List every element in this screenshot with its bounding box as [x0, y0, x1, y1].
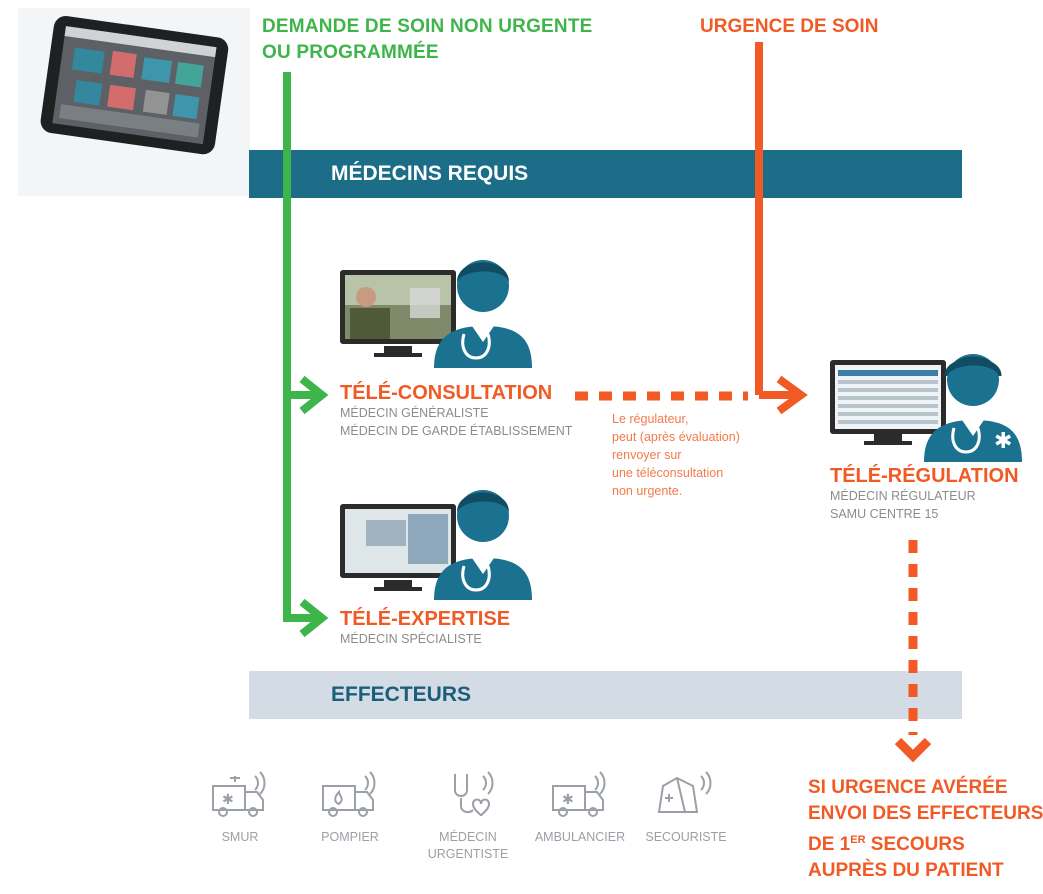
- stethoscope-heart-icon: [454, 771, 494, 817]
- non-urgent-header-line2: OU PROGRAMMÉE: [262, 42, 439, 63]
- final-dispatch-text: SI URGENCE AVÉRÉE ENVOI DES EFFECTEURS D…: [808, 775, 1043, 884]
- teleconsultation-sub2: MÉDECIN DE GARDE ÉTABLISSEMENT: [340, 424, 573, 438]
- doctor-icon: [434, 260, 532, 368]
- teleconsultation-node: TÉLÉ-CONSULTATION MÉDECIN GÉNÉRALISTE MÉ…: [340, 382, 572, 440]
- stethoscope-icon: [461, 333, 491, 360]
- ambulance-icon: ✱: [552, 771, 606, 817]
- first-aid-tent-icon: [657, 771, 712, 813]
- teleregulation-sub1: MÉDECIN RÉGULATEUR: [830, 489, 976, 503]
- final-line2: ENVOI DES EFFECTEURS: [808, 803, 1043, 824]
- svg-text:✱: ✱: [222, 792, 234, 808]
- final-line1: SI URGENCE AVÉRÉE: [808, 777, 1008, 798]
- effector-medecin-label-line1: MÉDECIN: [439, 830, 497, 844]
- effector-secouriste: SECOURISTE: [638, 768, 734, 846]
- note-line-3: renvoyer sur: [612, 448, 682, 462]
- effector-medecin-urgentiste: MÉDECIN URGENTISTE: [420, 768, 516, 863]
- note-line-1: Le régulateur,: [612, 412, 689, 426]
- effector-ambulancier-label: AMBULANCIER: [534, 830, 626, 844]
- star-of-life-icon: ✱: [994, 429, 1012, 454]
- note-line-2: peut (après évaluation): [612, 430, 740, 444]
- teleregulation-title: TÉLÉ-RÉGULATION: [830, 465, 1019, 487]
- effector-ambulancier: ✱ AMBULANCIER: [532, 768, 628, 846]
- ambulance-icon: ✱: [212, 771, 266, 817]
- doctors-required-band: MÉDECINS REQUIS: [249, 150, 962, 198]
- headset-icon: [944, 358, 1002, 377]
- urgent-header: URGENCE DE SOIN: [700, 16, 879, 37]
- effectors-label: EFFECTEURS: [331, 683, 472, 706]
- teleexpertise-sub1: MÉDECIN SPÉCIALISTE: [340, 632, 482, 646]
- effector-smur: ✱ SMUR: [192, 768, 288, 846]
- effector-secouriste-label: SECOURISTE: [645, 830, 727, 844]
- final-line4: AUPRÈS DU PATIENT: [808, 860, 1004, 881]
- effector-pompier-label: POMPIER: [321, 830, 379, 844]
- doctors-required-label: MÉDECINS REQUIS: [331, 162, 529, 185]
- teleregulation-node: TÉLÉ-RÉGULATION MÉDECIN RÉGULATEUR SAMU …: [830, 465, 1019, 523]
- effector-smur-label: SMUR: [221, 830, 259, 844]
- teleregulation-sub2: SAMU CENTRE 15: [830, 507, 939, 521]
- teleregulation-illustration: ✱: [830, 354, 1022, 462]
- green-arrow-consultation: [299, 375, 329, 415]
- teleconsultation-sub1: MÉDECIN GÉNÉRALISTE: [340, 406, 489, 420]
- effector-pompier: POMPIER: [302, 768, 398, 846]
- dispatch-arrow: [894, 737, 932, 763]
- patient-head: [356, 287, 376, 307]
- final-line3: DE 1ER SECOURS: [808, 827, 1043, 858]
- svg-text:✱: ✱: [562, 792, 574, 808]
- teleexpertise-node: TÉLÉ-EXPERTISE MÉDECIN SPÉCIALISTE: [340, 608, 510, 648]
- fire-truck-icon: [322, 771, 376, 817]
- teleconsultation-title: TÉLÉ-CONSULTATION: [340, 382, 553, 404]
- orange-arrow-regulation: [776, 375, 808, 415]
- effectors-band: EFFECTEURS: [249, 671, 962, 719]
- non-urgent-header: DEMANDE DE SOIN NON URGENTE OU PROGRAMMÉ…: [262, 14, 593, 66]
- effector-medecin-label-line2: URGENTISTE: [427, 847, 509, 861]
- effector-medecin-label: MÉDECIN URGENTISTE: [420, 829, 516, 863]
- teleexpertise-illustration: [340, 490, 532, 600]
- teleconsultation-illustration: [340, 260, 532, 368]
- specialist-doctor-icon: [434, 490, 532, 600]
- final-line3-post: SECOURS: [865, 834, 965, 855]
- green-arrow-expertise: [299, 598, 329, 638]
- non-urgent-header-line1: DEMANDE DE SOIN NON URGENTE: [262, 16, 593, 37]
- teleexpertise-title: TÉLÉ-EXPERTISE: [340, 608, 511, 630]
- final-line3-pre: DE 1: [808, 834, 851, 855]
- final-line3-sup: ER: [850, 834, 866, 846]
- note-line-5: non urgente.: [612, 484, 683, 498]
- regulator-note: Le régulateur, peut (après évaluation) r…: [612, 410, 740, 500]
- tablet-image: [18, 8, 250, 196]
- note-line-4: une téléconsultation: [612, 466, 724, 480]
